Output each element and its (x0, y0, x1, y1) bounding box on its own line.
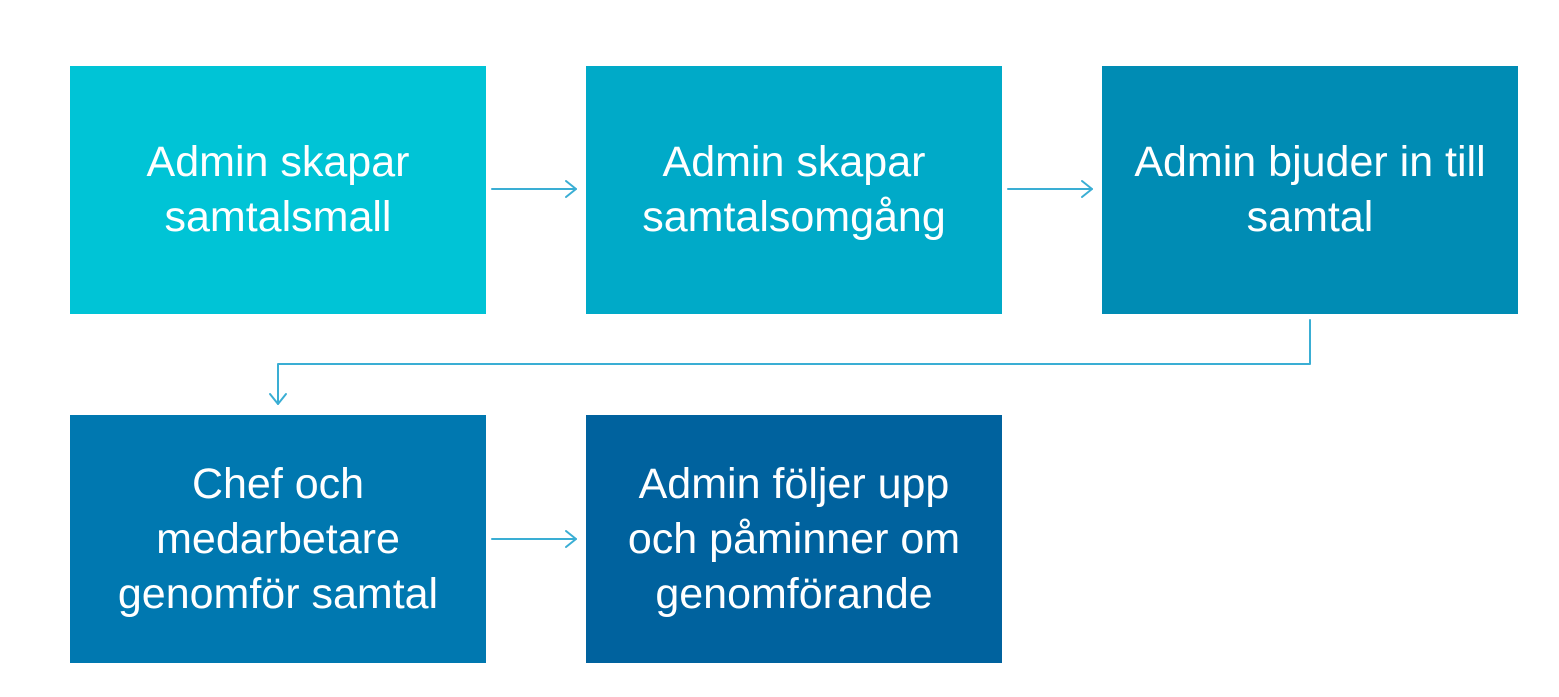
arrow-2-to-3 (1007, 180, 1093, 198)
step-label-4: Chef och medarbetare genomför samtal (117, 459, 439, 618)
step-box-3: Admin bjuder in till samtal (1102, 66, 1518, 314)
arrow-3-to-4 (269, 319, 1311, 405)
step-box-5: Admin följer upp och påminner om genomfö… (586, 415, 1002, 663)
step-box-2: Admin skapar samtalsomgång (586, 66, 1002, 314)
step-label-5: Admin följer upp och påminner om genomfö… (627, 459, 961, 618)
step-label-1: Admin skapar samtalsmall (146, 138, 410, 241)
step-label-3: Admin bjuder in till samtal (1134, 138, 1486, 241)
step-box-4: Chef och medarbetare genomför samtal (70, 415, 486, 663)
step-box-1: Admin skapar samtalsmall (70, 66, 486, 314)
arrow-4-to-5 (491, 530, 577, 548)
arrow-1-to-2 (491, 180, 577, 198)
step-label-2: Admin skapar samtalsomgång (642, 138, 946, 241)
